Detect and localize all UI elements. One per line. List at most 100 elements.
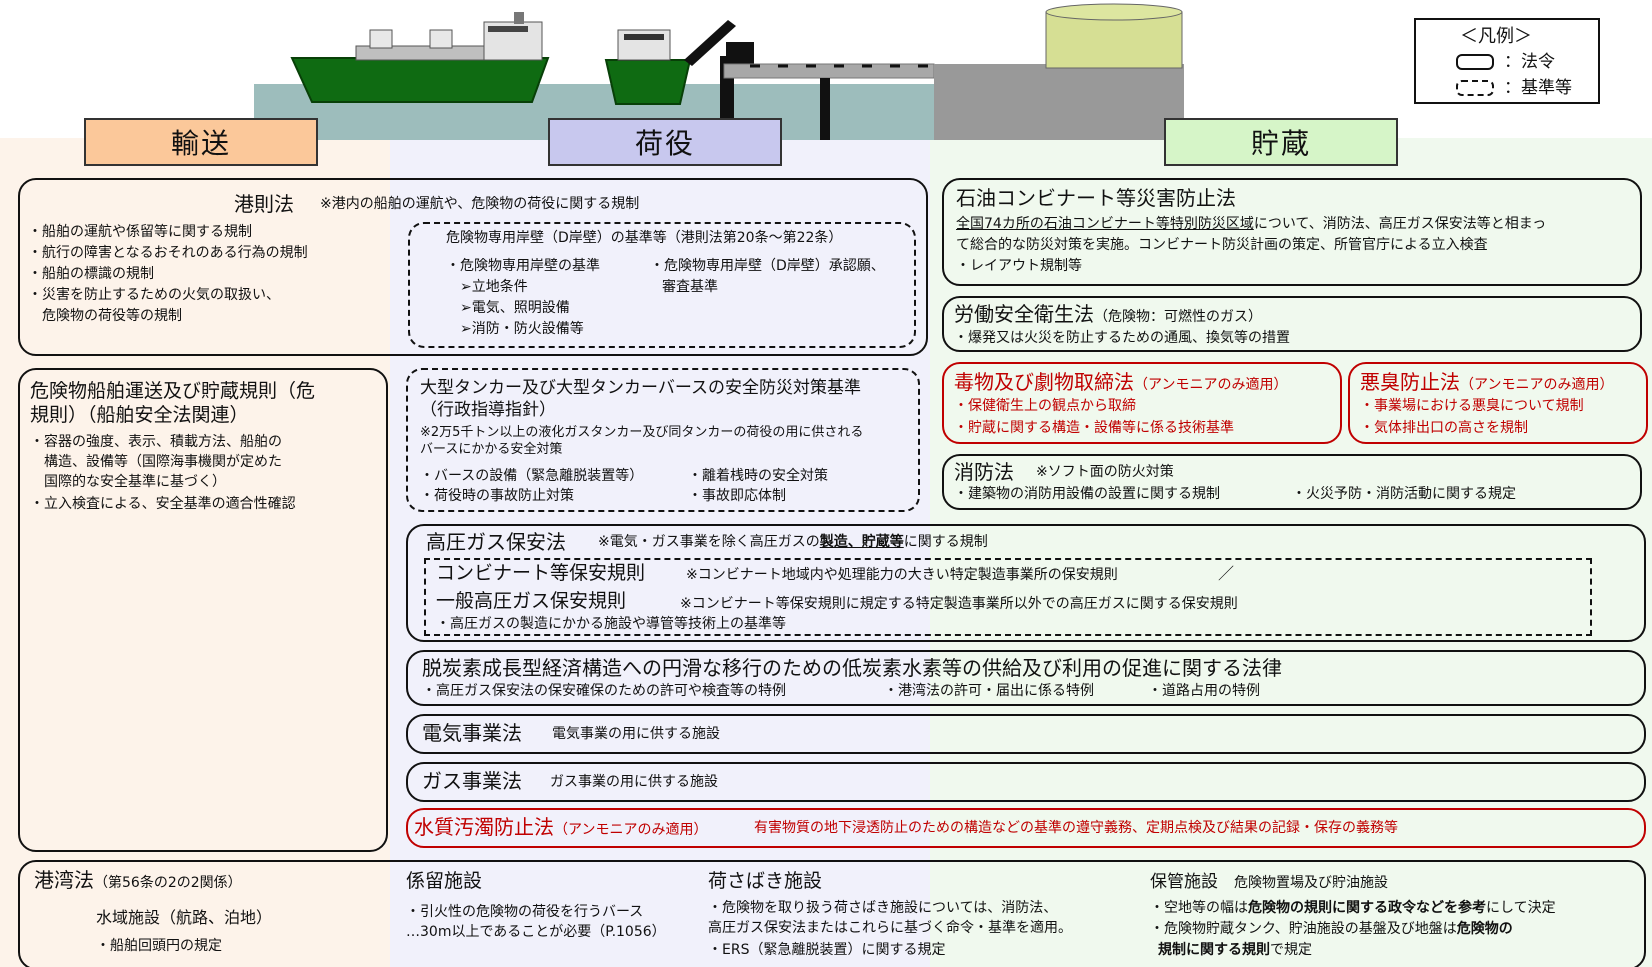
petrochemical-law-title: 石油コンビナート等災害防止法 bbox=[956, 186, 1236, 210]
general-gas-safety-rules-title: 一般高圧ガス保安規則 bbox=[436, 590, 627, 612]
industrial-safety-law-title: 労働安全衛生法 bbox=[954, 302, 1094, 326]
handling-zone-bg bbox=[390, 138, 930, 967]
port-regulations-item: ・航行の障害となるおそれのある行為の規制 bbox=[28, 245, 308, 261]
poison-law-box bbox=[942, 362, 1342, 444]
category-storage: 貯蔵 bbox=[1164, 118, 1398, 166]
cargo-handling-facility-title: 荷さばき施設 bbox=[708, 870, 823, 892]
electricity-law-box bbox=[406, 714, 1646, 754]
fire-law-title: 消防法 bbox=[954, 460, 1014, 484]
dangerous-goods-rules-title: 規則）（船舶安全法関連） bbox=[30, 404, 249, 426]
mooring-facility-item: …30m以上であることが必要（P.1056） bbox=[406, 924, 666, 940]
port-illustration bbox=[254, 3, 1184, 140]
rules-separator: ／ bbox=[1218, 564, 1235, 583]
port-harbor-law-box bbox=[18, 860, 1646, 967]
gas-business-law-box bbox=[406, 762, 1646, 802]
tanker-standards-title: 大型タンカー及び大型タンカーバースの安全防災対策基準 bbox=[420, 378, 861, 398]
general-gas-safety-rules-note: ※コンビナート等保安規則に規定する特定製造事業所以外での高圧ガスに関する保安規則 bbox=[680, 596, 1238, 612]
decarbonization-law-item: ・港湾法の許可・届出に係る特例 bbox=[884, 683, 1094, 699]
poison-law-item: ・貯蔵に関する構造・設備等に係る技術基準 bbox=[954, 420, 1234, 436]
d-wharf-item: ➢立地条件 bbox=[460, 279, 528, 295]
dangerous-goods-rules-item: ・容器の強度、表示、積載方法、船舶の bbox=[30, 434, 282, 450]
high-pressure-gas-law-note-emphasis: 製造、貯蔵等 bbox=[819, 534, 904, 550]
d-wharf-item: ➢電気、照明設備 bbox=[460, 300, 570, 316]
gas-safety-rules-box bbox=[424, 558, 1592, 636]
decarbonization-law-title: 脱炭素成長型経済構造への円滑な移行のための低炭素水素等の供給及び利用の促進に関す… bbox=[422, 656, 1282, 680]
odor-law-box bbox=[1348, 362, 1648, 444]
kombinat-safety-rules-note: ※コンビナート地域内や処理能力の大きい特定製造事業所の保安規則 bbox=[686, 567, 1118, 583]
high-pressure-gas-law-title: 高圧ガス保安法 bbox=[426, 530, 566, 554]
cargo-handling-facility-item: 高圧ガス保安法またはこれらに基づく命令・基準を適用。 bbox=[708, 920, 1072, 936]
odor-law-item: ・気体排出口の高さを規制 bbox=[1360, 420, 1528, 436]
d-wharf-approval: ・危険物専用岸壁（D岸壁）承認願、 bbox=[650, 258, 885, 274]
water-pollution-law-note: 有害物質の地下浸透防止のための構造などの基準の遵守義務、定期点検及び結果の記録・… bbox=[754, 820, 1398, 836]
transport-zone-bg bbox=[0, 138, 390, 967]
dangerous-goods-rules-item: ・立入検査による、安全基準の適合性確認 bbox=[30, 496, 296, 512]
storage-facility-emphasis: 危険物の規則に関する政令などを参考 bbox=[1248, 900, 1486, 916]
d-wharf-standards-box bbox=[408, 222, 916, 348]
water-facility-item: ・船舶回頭円の規定 bbox=[96, 938, 222, 954]
port-regulations-box bbox=[18, 178, 928, 356]
decarbonization-law-item: ・道路占用の特例 bbox=[1148, 683, 1260, 699]
kombinat-safety-rules-title: コンビナート等保安規則 bbox=[436, 562, 646, 584]
dangerous-goods-rules-box bbox=[18, 368, 388, 852]
petrochemical-law-text: ・レイアウト規制等 bbox=[956, 258, 1082, 274]
legend-solid-icon bbox=[1456, 54, 1494, 70]
storage-facility-sub: 危険物置場及び貯油施設 bbox=[1234, 875, 1389, 891]
industrial-safety-law-item: ・爆発又は火災を防止するための通風、換気等の措置 bbox=[954, 330, 1290, 346]
odor-law-sub: （アンモニアのみ適用） bbox=[1460, 377, 1614, 393]
tanker-standards-note: ※2万5千トン以上の液化ガスタンカー及び同タンカーの荷役の用に供される bbox=[420, 425, 864, 440]
petrochemical-law-box bbox=[942, 178, 1642, 286]
water-facility-title: 水域施設（航路、泊地） bbox=[96, 908, 273, 927]
dangerous-goods-rules-title: 危険物船舶運送及び貯蔵規則（危 bbox=[30, 380, 316, 402]
fire-law-box bbox=[942, 454, 1642, 510]
storage-facility-title: 保管施設 bbox=[1150, 872, 1218, 892]
tanker-standards-item: ・事故即応体制 bbox=[688, 488, 786, 504]
d-wharf-item: ・危険物専用岸壁の基準 bbox=[446, 258, 600, 274]
legend: ＜凡例＞ ：法令 ：基準等 bbox=[1414, 18, 1600, 104]
category-handling: 荷役 bbox=[548, 118, 782, 166]
electricity-law-note: 電気事業の用に供する施設 bbox=[552, 726, 720, 742]
tanker-standards-item: ・荷役時の事故防止対策 bbox=[420, 488, 574, 504]
petrochemical-law-text: について、消防法、高圧ガス保安法等と相まっ bbox=[1253, 216, 1547, 232]
storage-tank-icon bbox=[1045, 3, 1183, 69]
cargo-handling-facility-item: ・危険物を取り扱う荷さばき施設については、消防法、 bbox=[708, 900, 1058, 916]
port-harbor-law-title: 港湾法 bbox=[34, 868, 94, 892]
port-regulations-item: 危険物の荷役等の規制 bbox=[28, 308, 182, 324]
tanker-standards-note: バースにかかる安全対策 bbox=[420, 442, 563, 457]
port-regulations-item: ・船舶の標識の規制 bbox=[28, 266, 154, 282]
odor-law-item: ・事業場における悪臭について規制 bbox=[1360, 398, 1584, 414]
port-regulations-title: 港則法 bbox=[234, 192, 294, 216]
industrial-safety-law-box bbox=[942, 296, 1642, 352]
storage-facility-item: ・危険物貯蔵タンク、貯油施設の基盤及び地盤は bbox=[1150, 921, 1457, 937]
petrochemical-law-text: て総合的な防災対策を実施。コンビナート防災計画の策定、所管官庁による立入検査 bbox=[956, 237, 1488, 253]
storage-facility-item: にして決定 bbox=[1486, 900, 1556, 916]
dangerous-goods-rules-item: 構造、設備等（国際海事機関が定めた bbox=[30, 454, 282, 470]
port-harbor-law-sub: （第56条の2の2関係） bbox=[94, 875, 242, 891]
high-pressure-gas-law-box bbox=[406, 524, 1646, 642]
fire-law-item: ・火災予防・消防活動に関する規定 bbox=[1292, 486, 1516, 502]
poison-law-item: ・保健衛生上の観点から取締 bbox=[954, 398, 1136, 414]
tanker-standards-item: ・離着桟時の安全対策 bbox=[688, 468, 828, 484]
legend-title: ＜凡例＞ bbox=[1460, 26, 1532, 47]
d-wharf-title: 危険物専用岸壁（D岸壁）の基準等（港則法第20条～第22条） bbox=[446, 230, 843, 246]
tanker-ship-icon bbox=[290, 12, 550, 103]
high-pressure-gas-law-note: ※電気・ガス事業を除く高圧ガスの bbox=[598, 534, 820, 550]
high-pressure-gas-law-item: ・高圧ガスの製造にかかる施設や導管等技術上の基準等 bbox=[436, 616, 786, 632]
storage-facility-emphasis: 危険物の bbox=[1456, 921, 1513, 937]
port-regulations-item: ・船舶の運航や係留等に関する規制 bbox=[28, 224, 252, 240]
legend-dashed-icon bbox=[1456, 80, 1494, 96]
industrial-safety-law-sub: （危険物：可燃性のガス） bbox=[1094, 309, 1262, 325]
category-transport: 輸送 bbox=[84, 118, 318, 166]
d-wharf-item: ➢消防・防火設備等 bbox=[460, 321, 584, 337]
high-pressure-gas-law-note: に関する規制 bbox=[903, 534, 988, 550]
mooring-facility-item: ・引火性の危険物の荷役を行うバース bbox=[406, 904, 644, 920]
water-pollution-law-sub: （アンモニアのみ適用） bbox=[554, 822, 708, 838]
tanker-standards-item: ・バースの設備（緊急離脱装置等） bbox=[420, 468, 644, 484]
gas-business-law-note: ガス事業の用に供する施設 bbox=[550, 774, 718, 790]
legend-law-label: ：法令 bbox=[1504, 52, 1555, 72]
petrochemical-law-zone: 全国74カ所の石油コンビナート等特別防災区域 bbox=[956, 216, 1254, 232]
storage-zone-bg bbox=[930, 138, 1652, 967]
water-pollution-law-title: 水質汚濁防止法 bbox=[414, 815, 554, 839]
storage-facility-item: で規定 bbox=[1270, 942, 1312, 958]
odor-law-title: 悪臭防止法 bbox=[1360, 370, 1460, 394]
